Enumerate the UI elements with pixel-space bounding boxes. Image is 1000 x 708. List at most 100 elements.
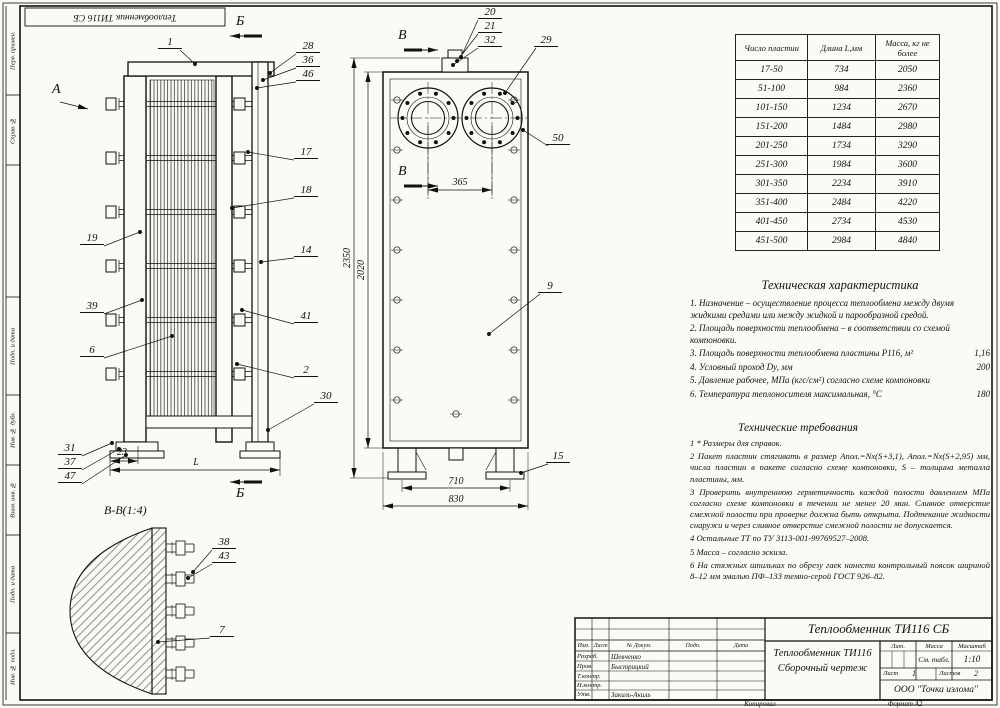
titleblock-lit-label: Лит. [890,643,906,650]
view-label-a: А [52,82,61,97]
tech-requirements: Технические требования 1 * Размеры для с… [690,422,990,584]
spec-cell: 4530 [875,212,940,232]
tech-char-text: 1. Назначение – осуществление процесса т… [690,298,955,320]
titleblock-scale-value: 1:10 [963,654,981,664]
spec-cell: 4220 [875,193,940,213]
titleblock-col-podp: Подп. [685,643,701,649]
titleblock-role-tkontr: Т.контр. [577,673,601,680]
tech-characteristics: Техническая характеристика 1. Назначение… [690,278,990,402]
tech-char-item: 6. Температура теплоносителя максимальна… [690,389,990,401]
spec-cell: 401-450 [735,212,808,232]
callout-7: 7 [210,624,234,637]
callout-28: 28 [296,40,320,53]
top-rotated-title: Теплообменник ТИ116 СБ [73,12,177,22]
spec-cell: 1734 [807,136,876,156]
margin-stamp-vzam-inv: Взам. инв. № [9,481,17,519]
tech-char-value: 180 [976,388,991,399]
tech-char-value: 1,16 [974,348,990,359]
titleblock-col-list: Лист [593,643,608,649]
spec-cell: 2670 [875,98,940,118]
spec-cell: 2984 [807,231,876,251]
titleblock-sheet-label: Лист [883,670,899,677]
titleblock-role-prov: Пров. [577,663,593,670]
spec-cell: 151-200 [735,117,808,137]
spec-cell: 984 [807,79,876,99]
spec-header-plates: Число пластин [735,34,808,61]
titleblock-col-izm: Изм. [577,643,590,649]
titleblock-sheets-label: Листов [939,670,961,677]
dim-23: 23 [117,447,127,458]
titleblock-doc-number: Теплообменник ТИ116 СБ [807,621,950,636]
titleblock-scale-label: Масштаб [958,643,986,650]
section-label-b-bot: Б [236,486,245,501]
titleblock-mass-label: Масса [925,643,943,650]
tech-char-item: 5. Давление рабочее, МПа (кгс/см²) согла… [690,375,990,387]
callout-14: 14 [294,244,318,257]
tech-req-item: 6 На стяжных шпильках по обрезу гаек нан… [690,559,990,581]
spec-cell: 2050 [875,60,940,80]
tech-char-value: 200 [976,361,991,372]
spec-cell: 2360 [875,79,940,99]
spec-cell: 2484 [807,193,876,213]
callout-2: 2 [294,364,318,377]
spec-cell: 451-500 [735,231,808,251]
callout-1: 1 [158,36,182,49]
titleblock-col-data: Дата [733,643,749,649]
margin-stamp-sprav-no: Справ. № [9,116,17,144]
spec-cell: 17-50 [735,60,808,80]
titleblock-role-nkontr: Н.контр. [577,682,603,689]
tech-characteristics-title: Техническая характеристика [761,278,919,292]
callout-9: 9 [538,280,562,293]
titleblock-doc-type: Сборочный чертеж [777,663,868,674]
spec-cell: 734 [807,60,876,80]
callout-31: 31 [58,442,82,455]
callout-30: 30 [314,390,338,403]
tech-char-item: 4. Условный проход Dy, мм 200 [690,362,990,374]
callout-29: 29 [534,34,558,47]
callout-41: 41 [294,310,318,323]
titleblock-mass-value: См. табл. [918,655,950,664]
spec-header-length: Длина L,мм [807,34,876,61]
dim-2350: 2350 [342,248,353,268]
spec-cell: 2734 [807,212,876,232]
spec-cell: 351-400 [735,193,808,213]
spec-cell: 301-350 [735,174,808,194]
callout-50: 50 [546,132,570,145]
callout-38: 38 [212,536,236,549]
tech-char-text: 3. Площадь поверхности теплообмена пласт… [690,348,914,359]
dim-365: 365 [452,177,468,188]
tech-char-item: 2. Площадь поверхности теплообмена – в с… [690,323,990,346]
spec-cell: 3290 [875,136,940,156]
tech-char-text: 4. Условный проход Dy, мм [690,361,793,372]
spec-cell: 1234 [807,98,876,118]
spec-cell: 2234 [807,174,876,194]
titleblock-name-prov: Быстрицкий [611,663,649,671]
section-view-title: В-В(1:4) [104,503,147,517]
section-label-b-top: Б [236,14,245,29]
callout-47: 47 [58,470,82,483]
callout-6: 6 [80,344,104,357]
dim-2020: 2020 [356,260,367,280]
margin-stamp-inv-dubl: Инв. № дубл. [9,411,17,449]
rear-view [350,19,549,510]
tech-req-item: 5 Масса – согласно эскиза. [690,546,788,557]
copied-label: Копировал [744,700,776,708]
margin-stamp-podp-data-2: Подп. и дата [9,565,17,603]
dim-830: 830 [448,494,464,505]
titleblock-sheet-value: 1 [912,669,916,678]
spec-cell: 201-250 [735,136,808,156]
callout-36: 36 [296,54,320,67]
spec-cell: 101-150 [735,98,808,118]
plate-spec-table: Число пластин Длина L,мм Масса, кг не бо… [735,34,940,251]
section-label-v-top: В [398,28,407,43]
callout-37: 37 [58,456,82,469]
